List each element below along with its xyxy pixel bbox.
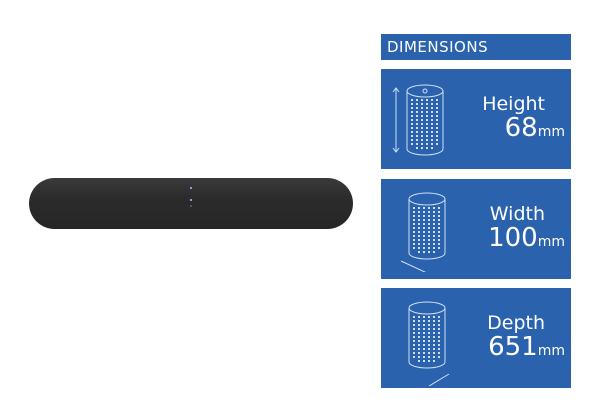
depth-label: Depth [487,312,545,334]
status-led [190,187,192,189]
soundbar-image [29,178,353,229]
width-label: Width [489,203,545,225]
width-panel: Width 100mm [381,179,571,279]
cylinder-width-icon [400,192,446,272]
height-label: Height [482,93,545,115]
depth-value: 651mm [488,332,565,362]
depth-panel: Depth 651mm [381,288,571,388]
play-led [190,199,192,201]
mic-led [190,205,192,207]
cylinder-height-icon [392,84,444,156]
cylinder-depth-icon [408,301,450,386]
height-panel: Height 68mm [381,69,571,169]
width-value: 100mm [488,223,565,253]
height-value: 68mm [504,113,565,143]
dimensions-header: DIMENSIONS [381,34,571,60]
